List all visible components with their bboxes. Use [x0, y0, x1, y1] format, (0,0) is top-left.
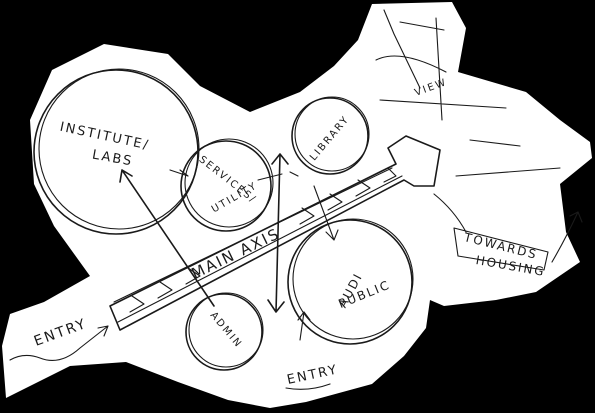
- paper-sheet: [2, 2, 592, 408]
- circulation-arrows: [119, 153, 339, 313]
- labs-label: LABS: [91, 148, 134, 170]
